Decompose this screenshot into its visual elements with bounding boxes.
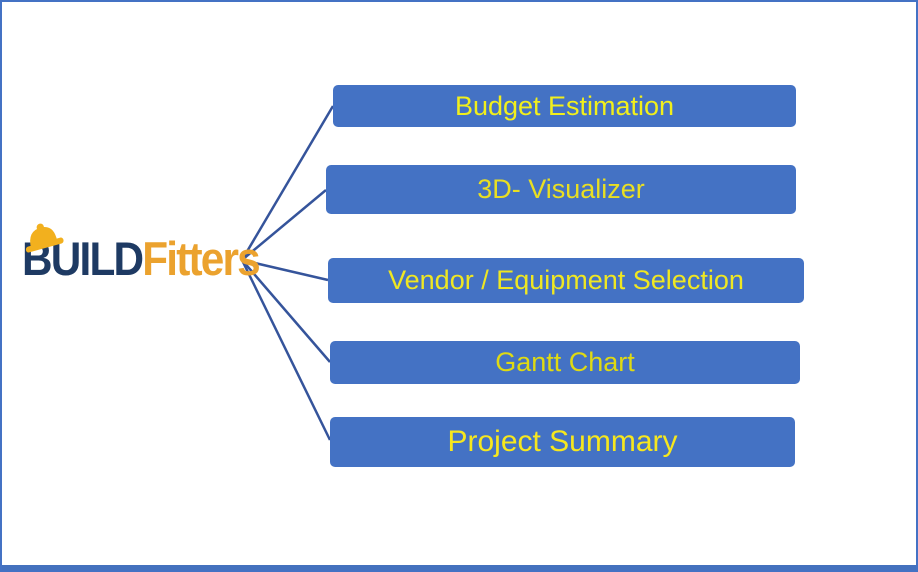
connector-line bbox=[240, 259, 332, 441]
hard-hat-icon bbox=[25, 223, 64, 253]
buildfitters-logo: BUILD Fitters bbox=[22, 223, 261, 285]
feature-label: Project Summary bbox=[447, 425, 678, 458]
feature-box-project-summary[interactable]: Project Summary bbox=[330, 417, 795, 467]
logo-text-fitters: Fitters bbox=[142, 232, 260, 285]
feature-box-gantt-chart[interactable]: Gantt Chart bbox=[330, 341, 800, 384]
feature-label: Budget Estimation bbox=[454, 90, 675, 121]
feature-box-vendor-equipment-selection[interactable]: Vendor / Equipment Selection bbox=[328, 258, 804, 303]
feature-box-budget-estimation[interactable]: Budget Estimation bbox=[333, 85, 796, 127]
feature-box-3d-visualizer[interactable]: 3D- Visualizer bbox=[326, 165, 796, 214]
bottom-accent-bar bbox=[2, 565, 916, 570]
feature-label: Gantt Chart bbox=[495, 347, 635, 377]
feature-label: 3D- Visualizer bbox=[477, 174, 645, 204]
feature-label: Vendor / Equipment Selection bbox=[388, 265, 744, 295]
